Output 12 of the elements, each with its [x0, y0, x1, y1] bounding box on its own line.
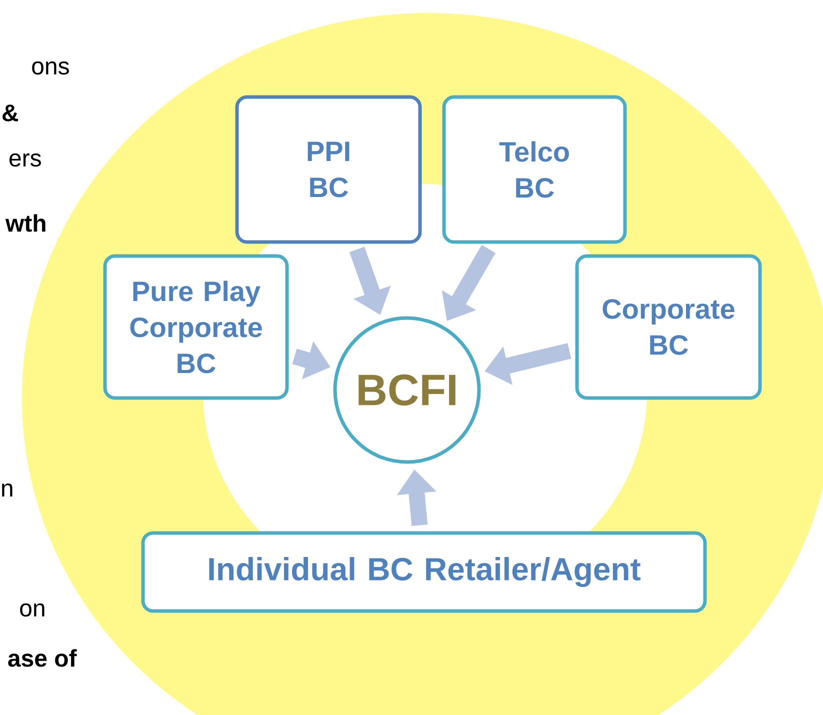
participant-box: PPI BC — [235, 95, 422, 244]
participant-box: Corporate BC — [575, 254, 762, 400]
text-fragment: n — [2, 484, 12, 496]
text-fragment: wth — [5, 214, 46, 232]
participant-box: Pure Play Corporate BC — [103, 254, 289, 400]
text-fragment: on — [20, 603, 44, 617]
participant-box: Individual BC Retailer/Agent — [141, 531, 707, 613]
text-fragment: ase of — [8, 649, 77, 667]
text-fragment: ons — [32, 61, 69, 75]
text-fragment: ers — [9, 153, 41, 167]
text-fragment: & — [2, 104, 18, 122]
participant-box: Telco BC — [442, 95, 627, 244]
